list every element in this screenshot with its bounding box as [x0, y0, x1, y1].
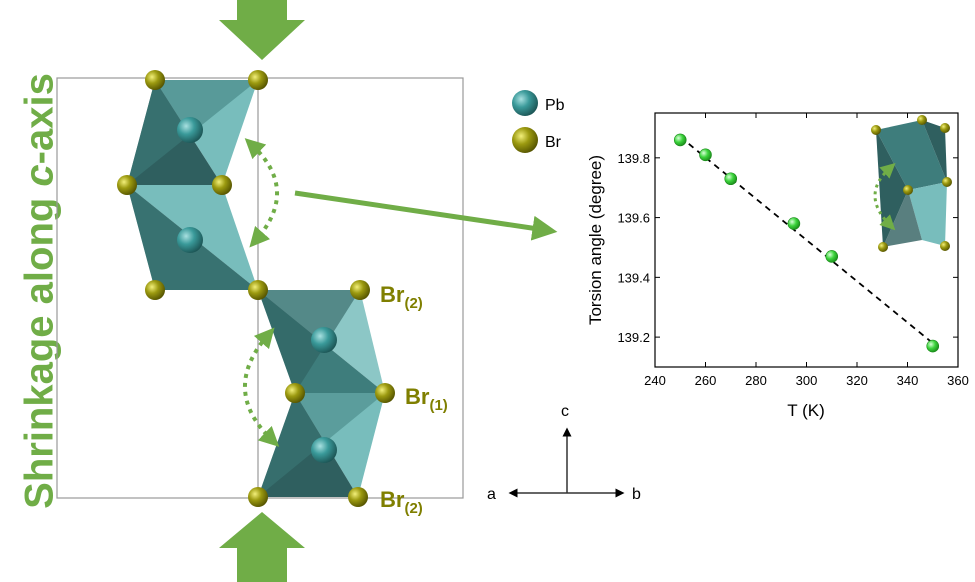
x-tick-label: 360 — [947, 373, 969, 388]
chart-points — [673, 133, 940, 353]
pb-atom — [311, 327, 337, 353]
y-tick-label: 139.4 — [617, 270, 650, 285]
inset-octahedra — [871, 115, 952, 252]
x-tick-label: 340 — [897, 373, 919, 388]
x-tick-label: 240 — [644, 373, 666, 388]
data-point — [787, 217, 801, 230]
br-atom — [145, 70, 165, 90]
br-atom — [145, 280, 165, 300]
x-tick-label: 300 — [796, 373, 818, 388]
torsion-chart: 240 260 280 300 320 340 360 139.2 139.4 139.6 139.… — [586, 112, 969, 420]
data-point — [699, 148, 712, 162]
x-tick-label: 280 — [745, 373, 767, 388]
data-point — [825, 250, 839, 263]
atom-legend: Pb Br — [512, 90, 565, 153]
br-atom — [248, 487, 268, 507]
axes-triad: c a b — [487, 403, 641, 503]
y-tick-label: 139.2 — [617, 330, 650, 345]
compression-arrow-top — [219, 0, 305, 60]
br-atom — [248, 280, 268, 300]
pb-atoms — [177, 117, 337, 463]
chart-xlabel: T (K) — [787, 401, 824, 420]
rotation-arrow-upper — [244, 138, 279, 248]
axis-a-label: a — [487, 486, 496, 503]
pb-atom — [177, 117, 203, 143]
legend-br-atom — [512, 127, 538, 153]
br-atom — [248, 70, 268, 90]
chart-ylabel: Torsion angle (degree) — [586, 155, 605, 325]
br2-top-label: Br(2) — [380, 282, 423, 312]
br2-bottom-label: Br(2) — [380, 487, 423, 517]
y-tick-label: 139.6 — [617, 211, 650, 226]
axis-c-label: c — [561, 403, 569, 420]
legend-pb-label: Pb — [545, 97, 565, 114]
pb-atom — [311, 437, 337, 463]
data-point — [673, 133, 687, 147]
inset-rotation-arrow — [873, 162, 896, 231]
data-point — [926, 339, 940, 353]
br-atom — [212, 175, 232, 195]
axis-b-label: b — [632, 486, 641, 503]
legend-pb-atom — [512, 90, 538, 116]
pb-atom — [177, 227, 203, 253]
legend-br-label: Br — [545, 134, 562, 151]
br-atom — [348, 487, 368, 507]
compression-arrow-bottom — [219, 512, 305, 582]
br-atoms — [117, 70, 395, 507]
br-atom — [375, 383, 395, 403]
y-tick-label: 139.8 — [617, 151, 650, 166]
br-atom — [285, 383, 305, 403]
br-atom — [350, 280, 370, 300]
x-tick-label: 260 — [695, 373, 717, 388]
pointer-arrow — [294, 190, 558, 241]
br1-label: Br(1) — [405, 384, 448, 414]
x-tick-label: 320 — [846, 373, 868, 388]
br-atom — [117, 175, 137, 195]
chart-ticks: 240 260 280 300 320 340 360 139.2 139.4 139.6 139.… — [617, 113, 969, 388]
data-point — [724, 172, 738, 186]
